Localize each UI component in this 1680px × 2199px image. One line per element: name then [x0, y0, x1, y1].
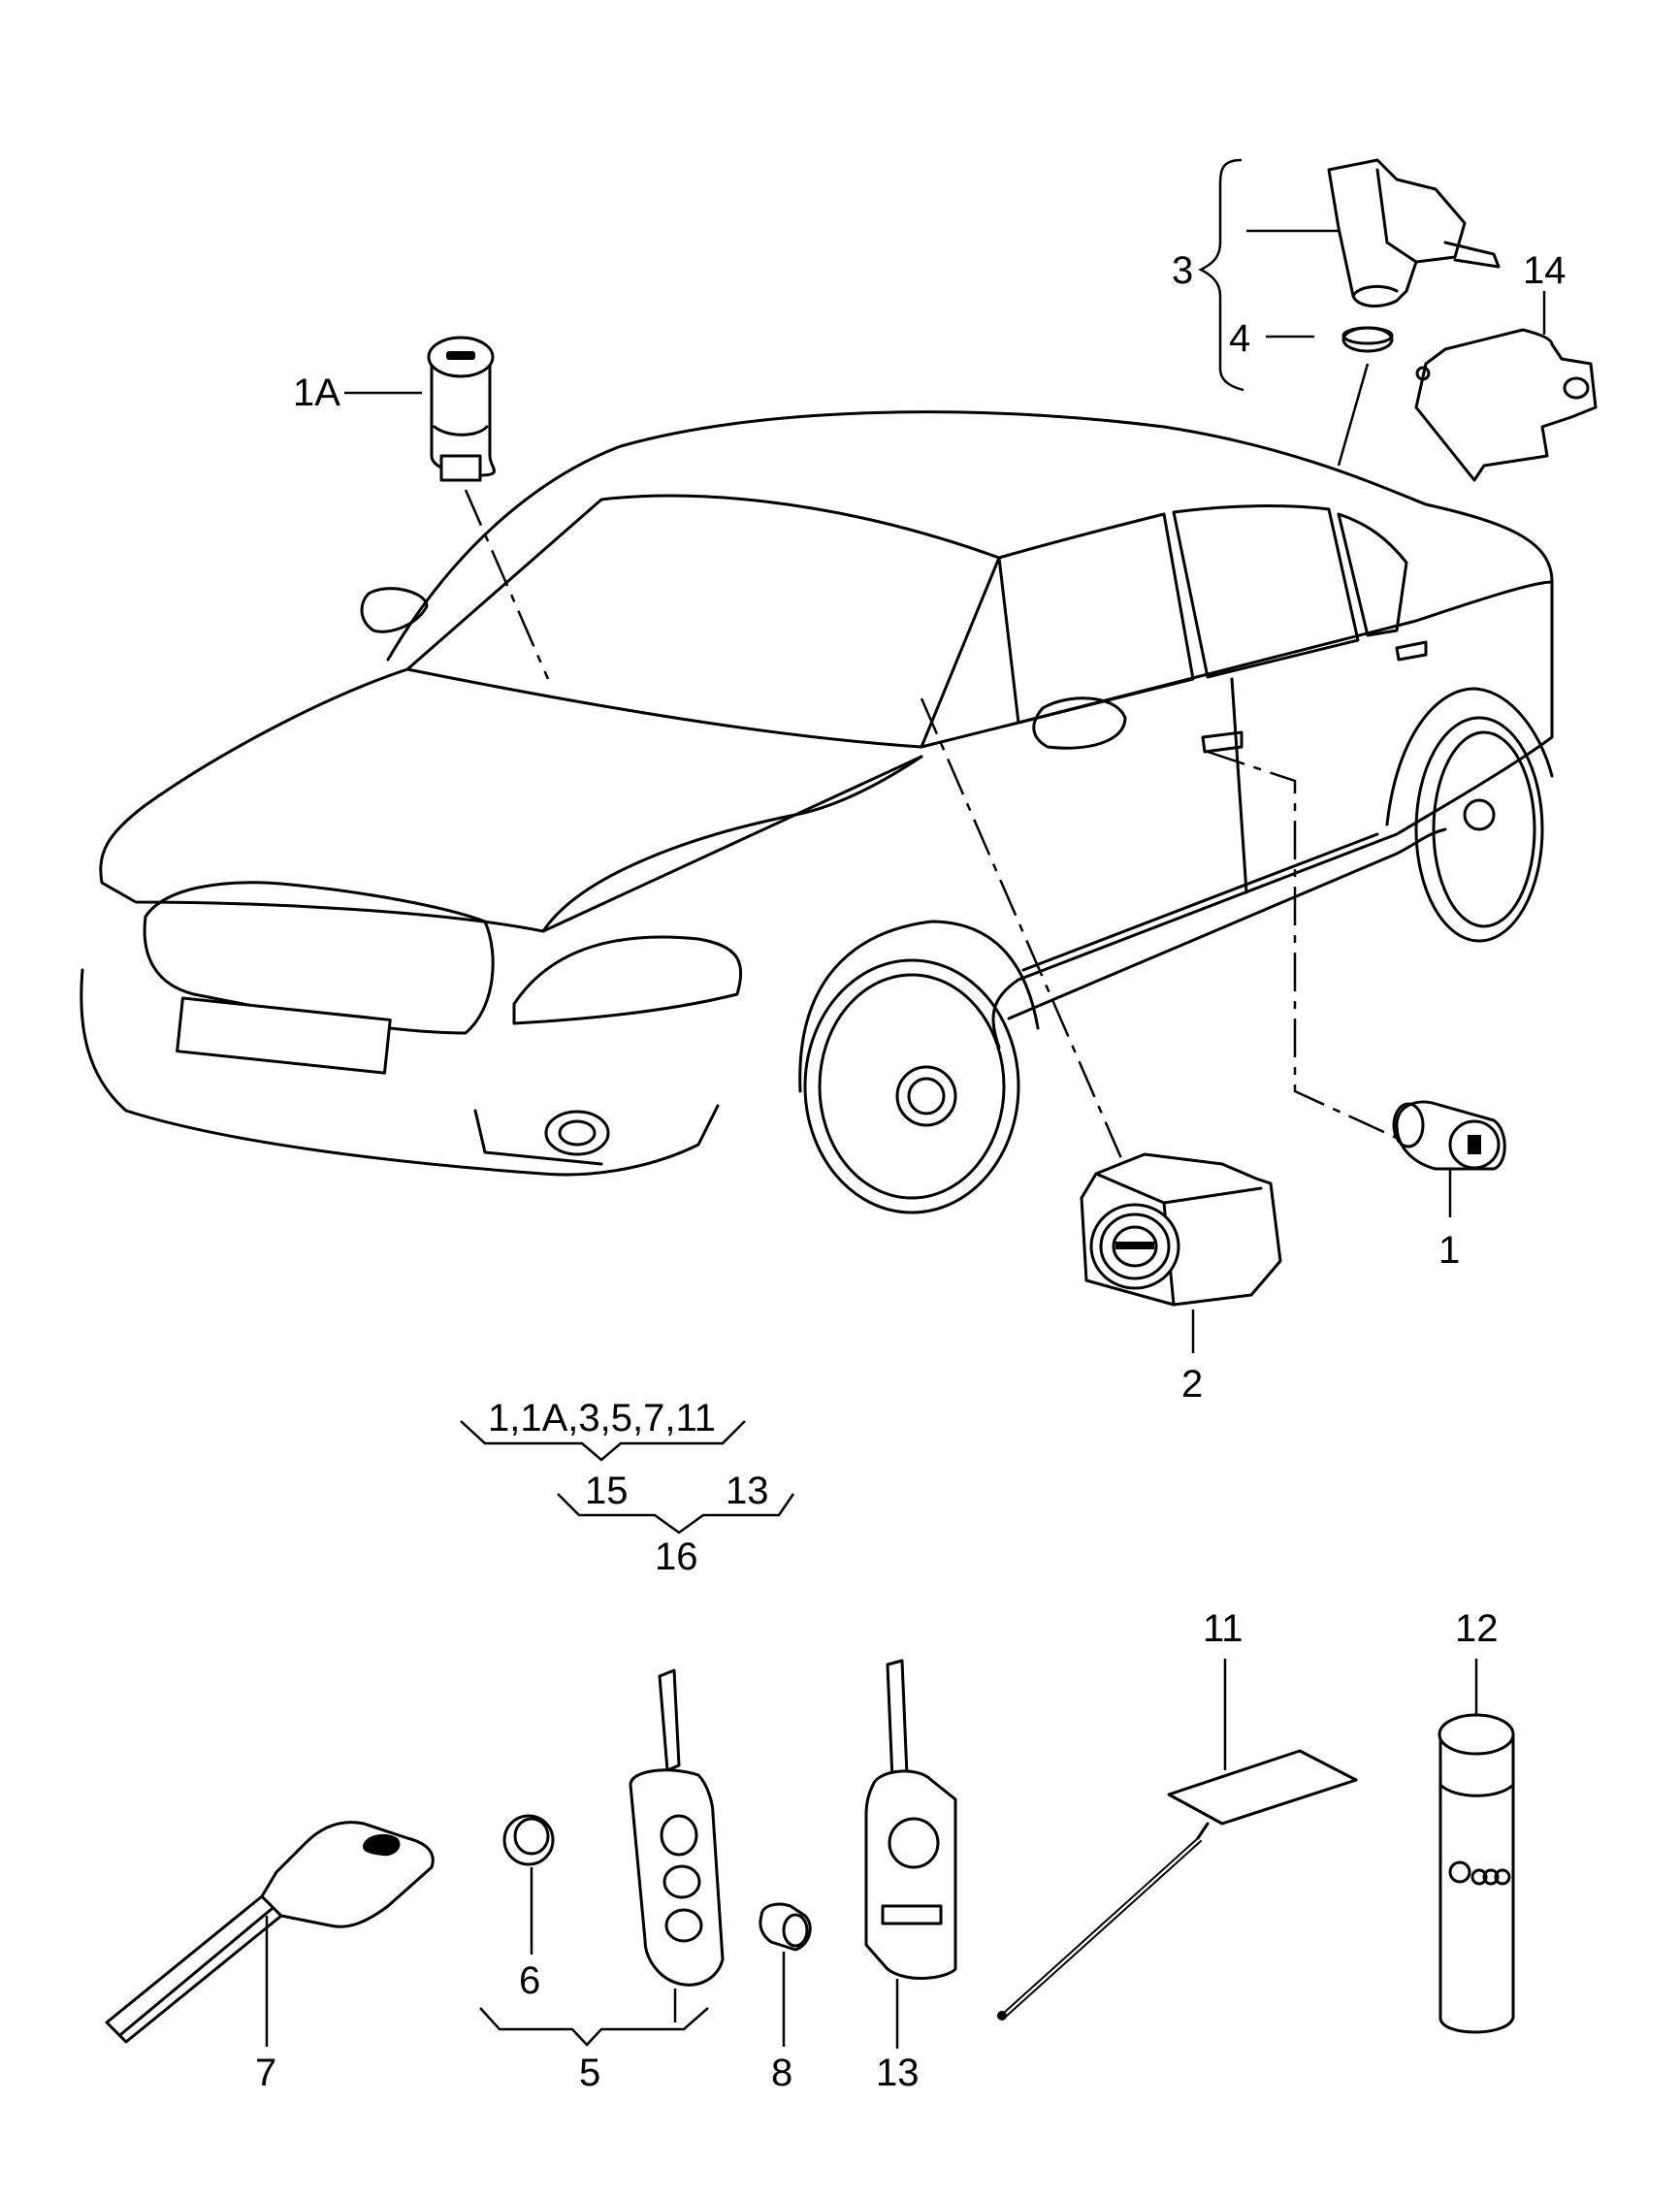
set-tree-top: 1,1A,3,5,7,11 — [488, 1397, 716, 1439]
callout-1a: 1A — [293, 372, 340, 414]
callout-labels: 1A 3 4 14 2 1 1,1A,3,5,7,11 15 13 16 11 … — [255, 249, 1567, 2094]
leader-lines — [344, 158, 1546, 1353]
set-tree-left: 15 — [585, 1470, 629, 1512]
callout-6: 6 — [519, 1959, 540, 2002]
set-tree-bottom: 16 — [655, 1536, 698, 1578]
cover-14-icon — [1414, 328, 1598, 482]
steering-lock-2-icon — [1080, 1152, 1282, 1307]
callout-8: 8 — [771, 2052, 792, 2094]
callout-2: 2 — [1181, 1363, 1203, 1406]
callout-12: 12 — [1455, 1607, 1499, 1650]
callout-3: 3 — [1172, 249, 1193, 292]
lock-cylinder-1a-icon — [427, 336, 496, 482]
grommet-8-icon — [759, 1902, 812, 2047]
key-13-icon — [864, 1659, 957, 2049]
callout-14: 14 — [1523, 249, 1567, 292]
callout-11: 11 — [1203, 1607, 1244, 1650]
tag-11-icon — [997, 1659, 1358, 2021]
ignition-switch-3-icon — [1327, 158, 1501, 307]
spray-can-12-icon — [1438, 1659, 1515, 2034]
door-lock-cylinder-1-icon — [1392, 1100, 1506, 1171]
key-blank-7-icon — [105, 1821, 435, 2044]
set-tree-right: 13 — [726, 1470, 769, 1512]
car-illustration — [80, 410, 1554, 1214]
battery-6-icon — [502, 1814, 555, 1955]
callout-7: 7 — [255, 2052, 276, 2094]
flip-key-5-icon — [629, 1668, 725, 2022]
callout-13: 13 — [876, 2052, 920, 2094]
callout-5: 5 — [579, 2052, 600, 2094]
callout-4: 4 — [1229, 317, 1250, 360]
ring-4-icon — [1341, 326, 1394, 353]
callout-1: 1 — [1438, 1229, 1460, 1272]
set-tree-brackets — [265, 1420, 795, 2047]
